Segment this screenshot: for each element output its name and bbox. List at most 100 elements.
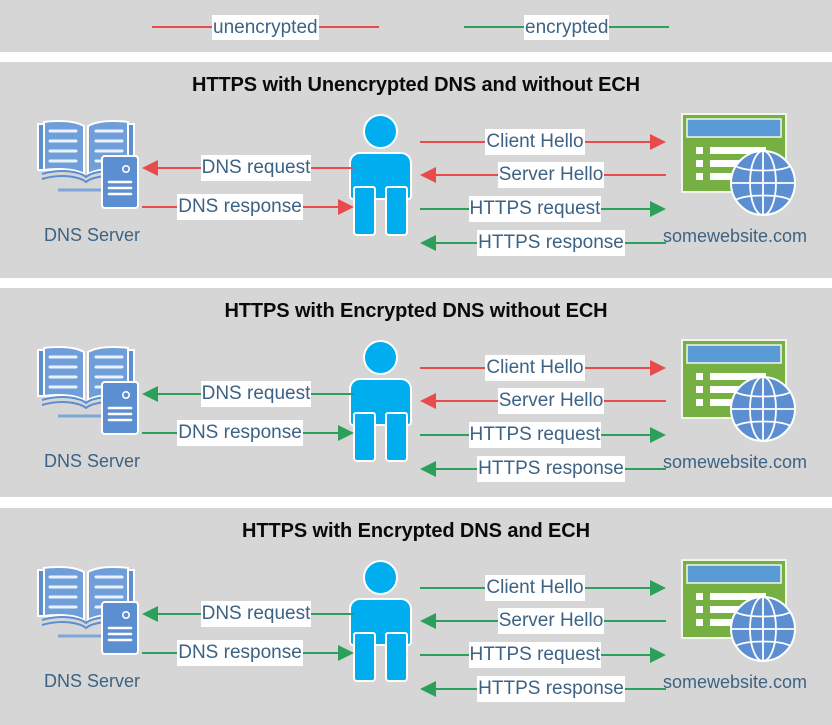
message-label: Server Hello <box>497 608 605 634</box>
dns-server-glyph <box>37 566 139 655</box>
message-row: HTTPS request <box>420 422 666 448</box>
message-line <box>604 400 667 402</box>
arrow-head-left <box>142 606 158 622</box>
arrow-head-right <box>650 360 666 376</box>
message-label: Client Hello <box>485 129 585 155</box>
dns-server-label: DNS Server <box>44 671 141 691</box>
message-label: DNS response <box>177 420 303 446</box>
arrow-head-left <box>142 160 158 176</box>
message-line <box>302 652 338 654</box>
arrow-head-left <box>420 235 436 251</box>
message-line <box>436 400 498 402</box>
user-head <box>363 340 398 375</box>
message-line <box>624 242 667 244</box>
user-leg-right <box>385 632 408 682</box>
message-row: DNS request <box>142 601 354 627</box>
user-icon <box>345 340 416 462</box>
user-leg-left <box>353 632 376 682</box>
message-line <box>158 167 201 169</box>
message-line <box>311 167 354 169</box>
arrow-head-right <box>650 647 666 663</box>
legend-line-left <box>464 26 524 28</box>
message-label: HTTPS request <box>468 422 602 448</box>
arrow-head-left <box>420 393 436 409</box>
arrow-head-right <box>338 645 354 661</box>
message-label: DNS request <box>200 381 312 407</box>
message-line <box>311 393 354 395</box>
message-row: DNS response <box>142 194 354 220</box>
website-icon <box>678 110 804 225</box>
message-label: DNS request <box>200 155 312 181</box>
arrow-head-left <box>420 167 436 183</box>
message-label: HTTPS response <box>477 456 625 482</box>
arrow-head-left <box>142 386 158 402</box>
user-leg-left <box>353 412 376 462</box>
arrow-head-right <box>650 201 666 217</box>
message-row: HTTPS response <box>420 676 667 702</box>
message-row: DNS request <box>142 155 354 181</box>
message-line <box>436 174 498 176</box>
message-row: DNS response <box>142 420 354 446</box>
panel-3: HTTPS with Encrypted DNS and ECH DNS Ser… <box>0 508 832 725</box>
message-line <box>436 688 478 690</box>
arrow-head-right <box>338 199 354 215</box>
message-line <box>604 620 667 622</box>
message-row: Client Hello <box>420 355 666 381</box>
message-row: HTTPS response <box>420 456 667 482</box>
dns-server-glyph <box>37 120 139 209</box>
message-line <box>420 654 469 656</box>
message-line <box>302 206 338 208</box>
dns-server-icon <box>32 114 150 215</box>
message-line <box>436 620 498 622</box>
website-icon <box>678 336 804 451</box>
dns-server-glyph <box>37 346 139 435</box>
message-label: DNS response <box>177 194 303 220</box>
legend-line-right <box>318 26 379 28</box>
panel-title: HTTPS with Unencrypted DNS and without E… <box>191 74 641 96</box>
arrow-head-right <box>650 580 666 596</box>
arrow-head-left <box>420 681 436 697</box>
message-label: HTTPS request <box>468 642 602 668</box>
message-row: HTTPS response <box>420 230 667 256</box>
message-line <box>158 613 201 615</box>
message-label: HTTPS response <box>477 230 625 256</box>
website-label: somewebsite.com <box>663 672 808 692</box>
dns-server-label: DNS Server <box>44 225 141 245</box>
message-line <box>158 393 201 395</box>
message-line <box>601 208 650 210</box>
message-row: HTTPS request <box>420 642 666 668</box>
message-line <box>601 654 650 656</box>
user-leg-left <box>353 186 376 236</box>
message-line <box>311 613 354 615</box>
panel-2: HTTPS with Encrypted DNS without ECH DNS… <box>0 288 832 497</box>
message-label: Server Hello <box>497 162 605 188</box>
arrow-head-right <box>650 427 666 443</box>
message-label: DNS request <box>200 601 312 627</box>
legend-label: encrypted <box>524 14 610 40</box>
panel-1: HTTPS with Unencrypted DNS and without E… <box>0 62 832 278</box>
arrow-head-right <box>338 425 354 441</box>
arrow-head-right <box>650 134 666 150</box>
message-line <box>436 468 478 470</box>
message-row: DNS request <box>142 381 354 407</box>
legend-item-unencrypted: unencrypted <box>152 14 379 40</box>
user-leg-right <box>385 412 408 462</box>
dns-server-icon <box>32 560 150 661</box>
legend: unencrypted encrypted <box>0 0 832 52</box>
legend-item-encrypted: encrypted <box>464 14 670 40</box>
user-head <box>363 114 398 149</box>
message-label: HTTPS response <box>477 676 625 702</box>
panel-title: HTTPS with Encrypted DNS and ECH <box>242 520 590 542</box>
legend-line-left <box>152 26 212 28</box>
website-glyph <box>681 113 796 216</box>
message-line <box>142 206 178 208</box>
website-label: somewebsite.com <box>663 226 808 246</box>
message-line <box>142 432 178 434</box>
message-line <box>624 468 667 470</box>
message-line <box>601 434 650 436</box>
website-glyph <box>681 339 796 442</box>
message-row: HTTPS request <box>420 196 666 222</box>
dns-server-icon <box>32 340 150 441</box>
message-line <box>420 367 486 369</box>
